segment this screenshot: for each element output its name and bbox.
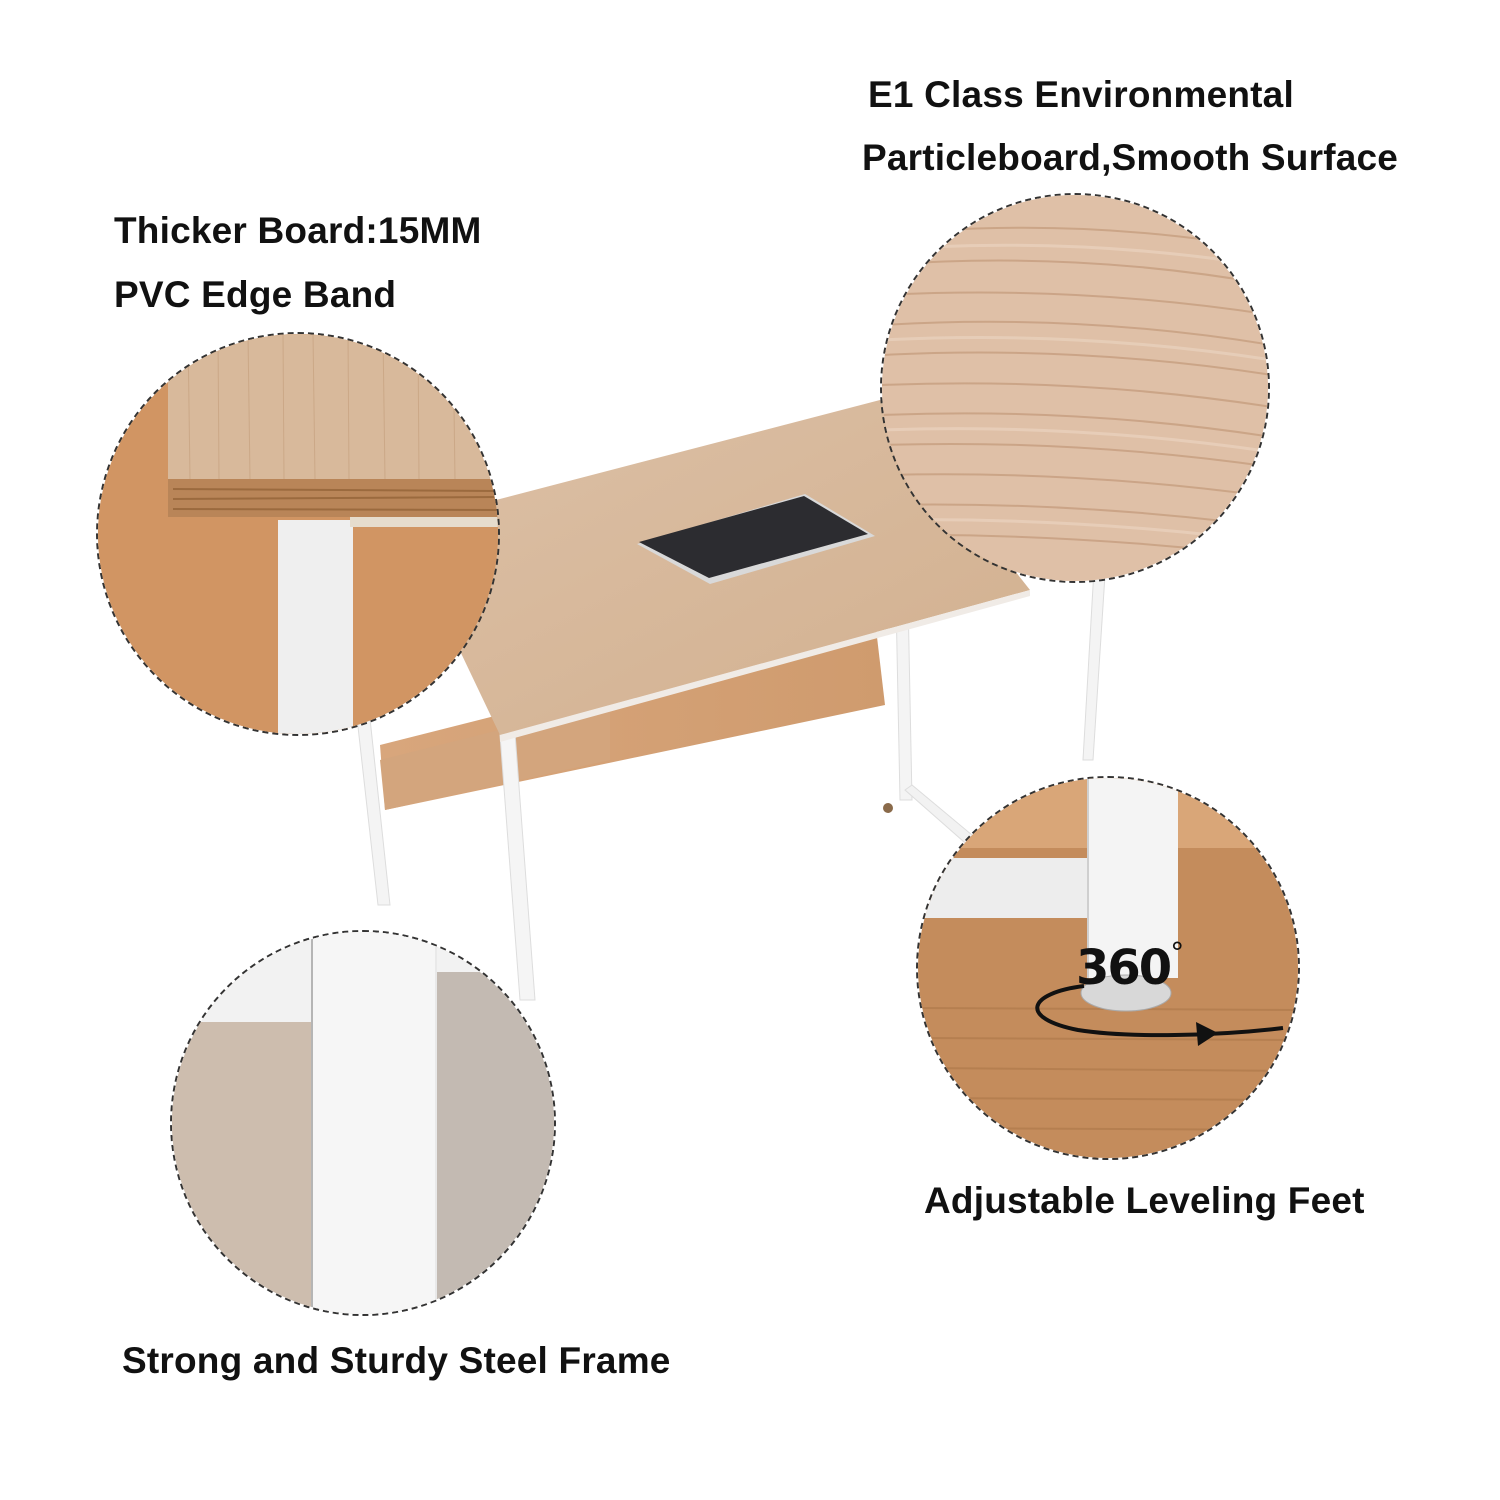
steel-frame-detail-circle (170, 930, 556, 1316)
surface-label-line1: E1 Class Environmental (868, 74, 1294, 115)
feet-label: Adjustable Leveling Feet (924, 1180, 1365, 1221)
rotation-value: 360 (1076, 940, 1172, 996)
leveling-feet-detail-circle: 360° (916, 776, 1300, 1160)
frame-label: Strong and Sturdy Steel Frame (122, 1340, 671, 1381)
board-label-line1: Thicker Board:15MM (114, 210, 482, 251)
board-label-line2: PVC Edge Band (114, 274, 397, 315)
degree-symbol: ° (1170, 936, 1184, 969)
tablet-on-desk (637, 494, 875, 584)
surface-label-line2: Particleboard,Smooth Surface (862, 137, 1399, 178)
rotation-360-badge: 360° (1076, 936, 1184, 996)
board-edge-detail-circle (96, 332, 500, 736)
rotation-arrow-icon (1035, 984, 1284, 1046)
surface-grain-detail-circle (880, 193, 1270, 583)
